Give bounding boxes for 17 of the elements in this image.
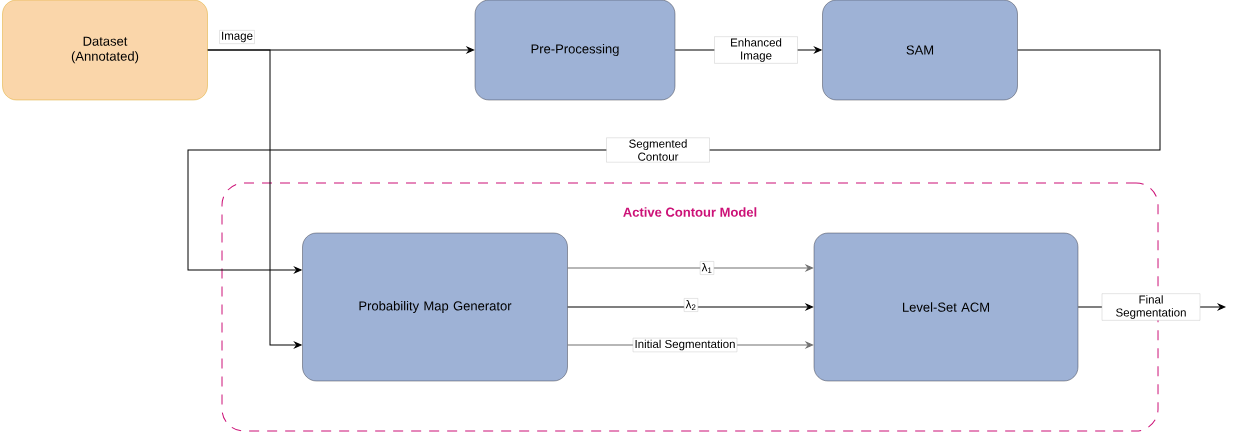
edge-label: Final Segmentation bbox=[1101, 293, 1201, 321]
process-box: Pre-Processing bbox=[474, 0, 676, 101]
group-title: Active Contour Model bbox=[623, 207, 757, 217]
edge-label: λ$_{1}$ bbox=[699, 261, 715, 275]
process-box: SAM bbox=[822, 0, 1018, 101]
edge-label: Segmented Contour bbox=[606, 137, 710, 163]
arrow bbox=[567, 264, 814, 272]
dataset-box: Dataset (Annotated) bbox=[2, 0, 208, 101]
process-box: Probability Map Generator bbox=[302, 232, 568, 382]
arrow bbox=[207, 49, 302, 349]
arrow bbox=[187, 49, 1161, 274]
arrow bbox=[567, 303, 814, 311]
process-box: Level-Set ACM bbox=[813, 232, 1079, 382]
edge-label: Enhanced Image bbox=[714, 36, 798, 64]
edge-label: Initial Segmentation bbox=[632, 337, 738, 353]
edge-label: Image bbox=[219, 30, 255, 44]
edge-label: λ$_{2}$ bbox=[683, 298, 699, 312]
